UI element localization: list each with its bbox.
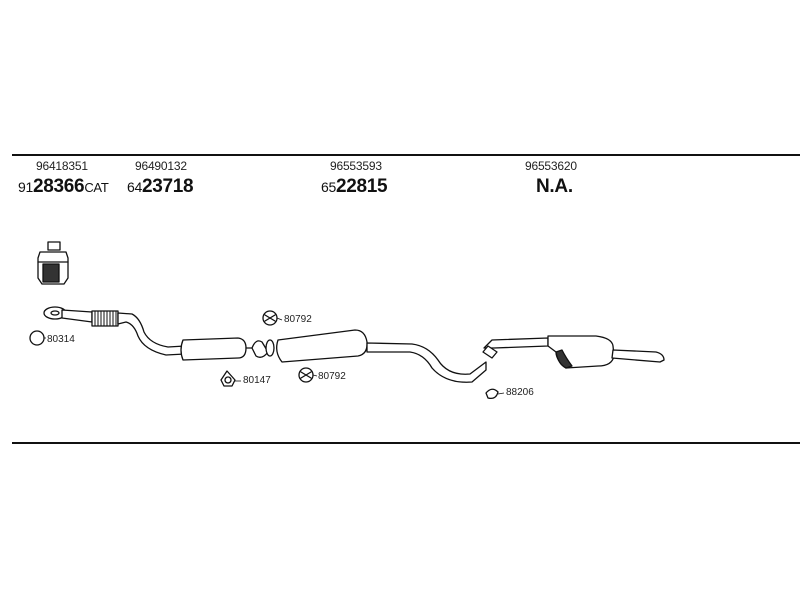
oe-number-2: 96490132 xyxy=(135,159,187,173)
gasket-part xyxy=(220,370,236,387)
center-pipe-part xyxy=(276,329,487,383)
callout-clamp-top-label: 80792 xyxy=(284,314,312,325)
catalytic-converter-part xyxy=(37,241,69,285)
bottom-rule xyxy=(12,442,800,444)
rear-silencer-part xyxy=(482,335,665,369)
oe-number-3: 96553593 xyxy=(330,159,382,173)
clamp-top-part xyxy=(262,310,278,326)
ring-seal-part xyxy=(29,330,45,346)
callout-ring-label: 80314 xyxy=(47,334,75,345)
callout-gasket-label: 80147 xyxy=(243,375,271,386)
oe-number-1: 96418351 xyxy=(36,159,88,173)
front-pipe-part xyxy=(43,306,186,356)
leader-lines xyxy=(44,317,505,395)
part-number-2: 6423718 xyxy=(127,176,194,197)
part-number-3: 6522815 xyxy=(321,176,388,197)
oe-number-4: 96553620 xyxy=(525,159,577,173)
hanger-part xyxy=(485,388,499,400)
callout-hanger-label: 88206 xyxy=(506,387,534,398)
top-rule xyxy=(12,154,800,156)
clamp-bottom-part xyxy=(298,367,314,383)
middle-silencer-part xyxy=(180,337,253,361)
part-number-4: N.A. xyxy=(536,176,573,197)
connector-clamp-part xyxy=(251,339,275,358)
part-number-1: 9128366CAT xyxy=(18,176,109,197)
callout-clamp-bottom-label: 80792 xyxy=(318,371,346,382)
